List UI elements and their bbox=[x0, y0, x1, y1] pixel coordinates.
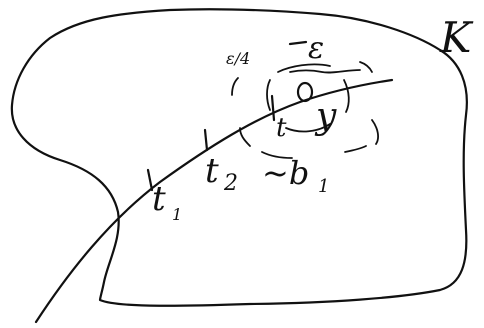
region-k-boundary bbox=[10, 8, 468, 307]
epsilon-brace bbox=[289, 69, 361, 74]
label-t1: t bbox=[152, 179, 166, 219]
label-b1-subscript: 1 bbox=[318, 176, 329, 197]
label-t1-subscript: 1 bbox=[172, 205, 182, 224]
label-epsilon: ε bbox=[308, 31, 324, 66]
inner-ball-arc bbox=[277, 63, 331, 73]
label-t2-subscript: 2 bbox=[223, 171, 238, 196]
outer-ball-arc bbox=[231, 77, 239, 96]
outer-ball-arc bbox=[371, 119, 379, 145]
label-b1: ~b bbox=[262, 154, 309, 192]
inner-ball-arc bbox=[285, 123, 331, 133]
outer-ball-arc bbox=[239, 127, 251, 147]
outer-ball-arc bbox=[261, 151, 293, 159]
label-epsilon-over-4: ε/4 bbox=[226, 49, 250, 68]
inner-ball-arc bbox=[266, 79, 271, 111]
tick-t bbox=[270, 94, 276, 122]
curve bbox=[34, 78, 394, 324]
outer-ball-arc bbox=[359, 61, 373, 73]
outer-ball-arc bbox=[344, 145, 367, 153]
label-y: y bbox=[314, 96, 337, 137]
tick-t1 bbox=[146, 168, 154, 192]
tick-t2 bbox=[203, 128, 209, 152]
epsilon-dash bbox=[288, 40, 308, 46]
point-y-marker bbox=[296, 81, 314, 103]
label-t2: t bbox=[205, 151, 219, 191]
inner-ball-arc bbox=[343, 79, 350, 113]
region-label-k: K bbox=[439, 13, 474, 62]
label-t: t bbox=[276, 113, 287, 143]
